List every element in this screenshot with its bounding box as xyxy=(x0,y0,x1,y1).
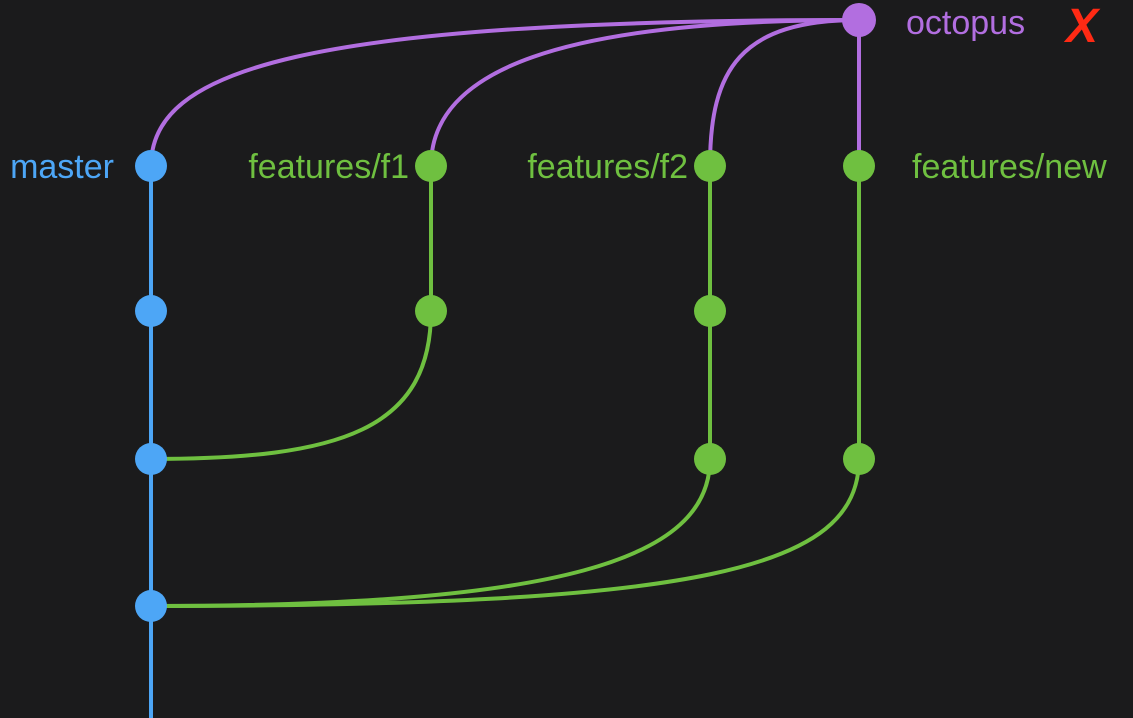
cross-mark-icon: X xyxy=(1063,0,1101,53)
octopus-edge-master xyxy=(149,18,861,168)
octopus-edge-features-f1 xyxy=(429,18,861,168)
commit-node-octopus xyxy=(842,3,876,37)
commit-node-master xyxy=(135,295,167,327)
commit-node-features-f2 xyxy=(694,443,726,475)
commit-node-features-f1 xyxy=(415,295,447,327)
commit-node-features-f2 xyxy=(694,295,726,327)
commit-nodes xyxy=(135,3,876,622)
commit-node-features-f1-tip xyxy=(415,150,447,182)
commit-node-master xyxy=(135,590,167,622)
fork-edge-features-new xyxy=(149,457,861,608)
fork-edge-features-f2 xyxy=(149,457,712,608)
commit-node-master-tip xyxy=(135,150,167,182)
branch-label-features-f1: features/f1 xyxy=(248,148,409,186)
octopus-edge-features-f2 xyxy=(708,18,861,168)
branch-label-octopus: octopus xyxy=(906,4,1025,42)
branch-label-features-f2: features/f2 xyxy=(527,148,688,186)
fork-edge-features-f1 xyxy=(149,309,433,461)
branch-label-master: master xyxy=(10,148,114,186)
commit-edges xyxy=(149,18,861,718)
commit-node-features-new xyxy=(843,443,875,475)
commit-node-master xyxy=(135,443,167,475)
branch-label-features-new: features/new xyxy=(912,148,1107,186)
commit-node-features-new-tip xyxy=(843,150,875,182)
commit-node-features-f2-tip xyxy=(694,150,726,182)
